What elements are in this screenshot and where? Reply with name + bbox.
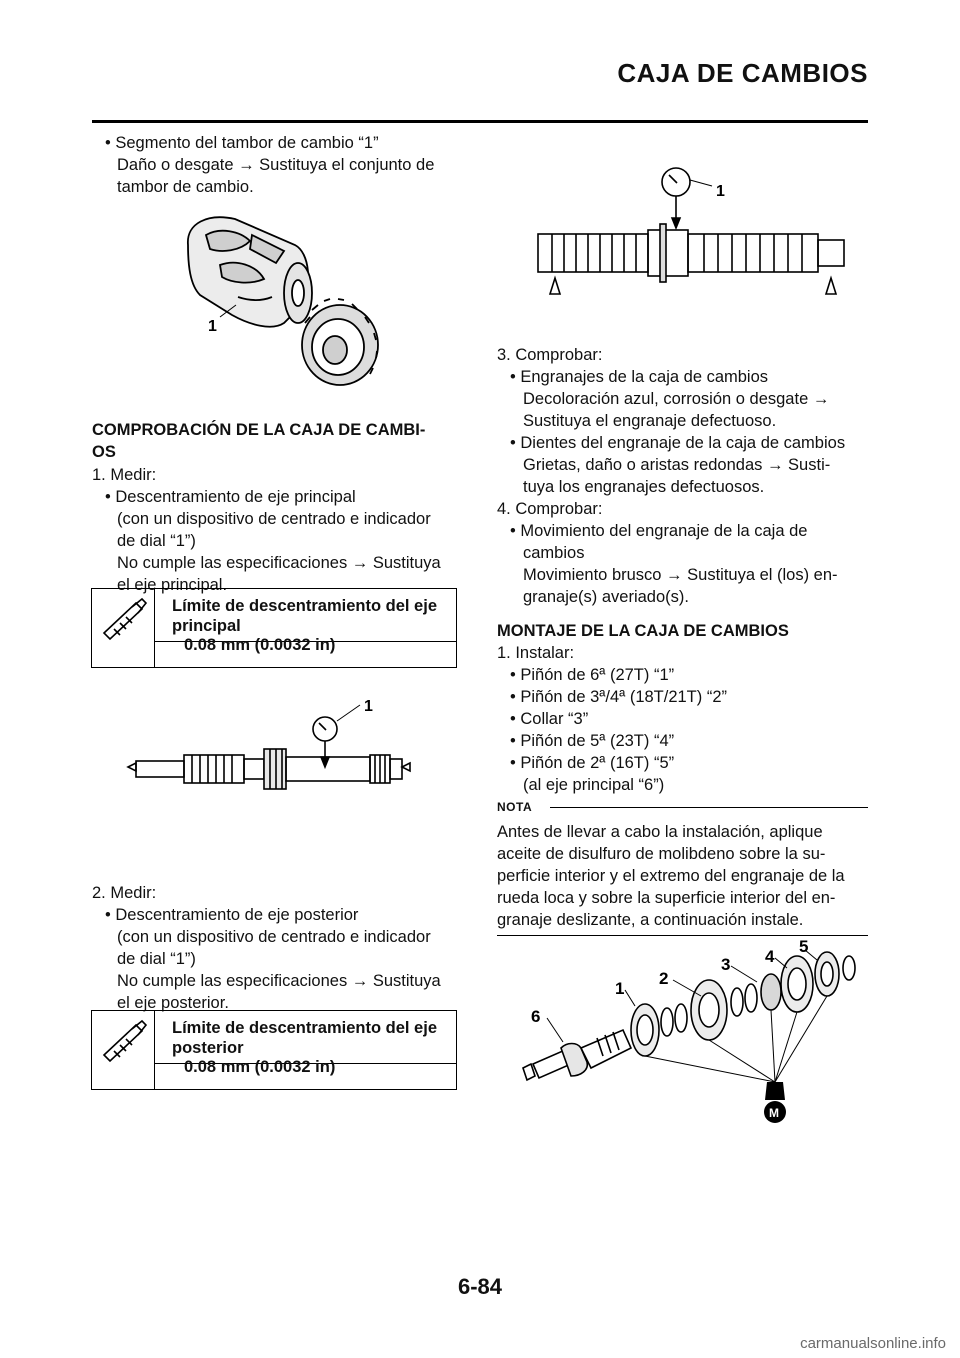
install-item: • Piñón de 2ª (16T) “5” <box>510 754 675 772</box>
step-3-bullet-2: • Dientes del engranaje de la caja de ca… <box>510 434 846 452</box>
spec-value: 0.08 mm (0.0032 in) <box>184 636 336 654</box>
page-title: CAJA DE CAMBIOS <box>617 58 868 88</box>
assembly-callout-5: 5 <box>799 937 808 956</box>
step-1-text: de dial “1”) <box>117 532 196 550</box>
spec-value: 0.08 mm (0.0032 in) <box>184 1058 336 1076</box>
install-item: • Piñón de 6ª (27T) “1” <box>510 666 675 684</box>
step-2-text: (con un dispositivo de centrado e indica… <box>117 928 431 946</box>
step-4-bullet: • Movimiento del engranaje de la caja de <box>510 522 808 540</box>
step-4-text: Movimiento brusco → Sustituya el (los) e… <box>523 566 838 584</box>
main-shaft-callout: 1 <box>364 698 373 715</box>
nota-text: Antes de llevar a cabo la instalación, a… <box>497 823 823 841</box>
section-title-check-cont: OS <box>92 443 116 461</box>
assembly-callout-2: 2 <box>659 969 668 988</box>
step-4-label: 4. Comprobar: <box>497 500 603 518</box>
step-3-text: Sustituya el engranaje defectuoso. <box>523 412 777 430</box>
section-title-check: COMPROBACIÓN DE LA CAJA DE CAMBI- <box>92 421 426 439</box>
step-3-text: Grietas, daño o aristas redondas → Susti… <box>523 456 831 474</box>
shift-drum-text-2: tambor de cambio. <box>117 178 254 196</box>
assembly-callout-4: 4 <box>765 947 775 966</box>
shift-drum-figure: 1 <box>187 216 379 386</box>
caliper-icon <box>92 589 155 667</box>
install-tail: (al eje principal “6”) <box>523 776 665 794</box>
step-1-text: No cumple las especificaciones → Sustitu… <box>117 554 441 572</box>
step-1-bullet: • Descentramiento de eje principal <box>105 488 356 506</box>
nota-label: NOTA <box>497 800 533 814</box>
spec-label: Límite de descentramiento del eje <box>172 1019 437 1037</box>
install-item: • Collar “3” <box>510 710 589 728</box>
assembly-callout-3: 3 <box>721 955 730 974</box>
section-title-assembly: MONTAJE DE LA CAJA DE CAMBIOS <box>497 622 789 640</box>
moly-oil-mark: M <box>769 1106 779 1120</box>
nota-text: perficie interior y el extremo del engra… <box>497 867 845 885</box>
step-1-text: (con un dispositivo de centrado e indica… <box>117 510 431 528</box>
step-3-text: Decoloración azul, corrosión o desgate → <box>523 390 830 408</box>
step-2-bullet: • Descentramiento de eje posterior <box>105 906 359 924</box>
shift-drum-callout: 1 <box>208 318 217 335</box>
drive-axle-runout-figure: 1 <box>537 167 845 295</box>
step-3-label: 3. Comprobar: <box>497 346 603 364</box>
step-2-text: el eje posterior. <box>117 994 229 1012</box>
spec-label-cont: posterior <box>172 1038 244 1057</box>
shift-drum-bullet: • Segmento del tambor de cambio “1” <box>105 134 379 152</box>
assembly-callout-6: 6 <box>531 1007 540 1026</box>
spec-label: Límite de descentramiento del eje <box>172 597 437 615</box>
gear-assembly-figure: M 6 1 2 3 4 5 <box>522 937 856 1123</box>
main-shaft-runout-figure: 1 <box>126 698 411 790</box>
assembly-callout-1: 1 <box>615 979 624 998</box>
spec-label-cont: principal <box>172 616 241 635</box>
nota-text: aceite de disulfuro de molibdeno sobre l… <box>497 845 826 863</box>
header-rule <box>92 120 868 123</box>
shift-drum-text: Daño o desgate → Sustituya el conjunto d… <box>117 156 435 174</box>
install-item: • Piñón de 5ª (23T) “4” <box>510 732 675 750</box>
caliper-icon <box>92 1011 155 1089</box>
install-item: • Piñón de 3ª/4ª (18T/21T) “2” <box>510 688 728 706</box>
spec-box-main-shaft: Límite de descentramiento del eje princi… <box>91 588 457 668</box>
nota-rule-bottom <box>497 935 868 936</box>
step-1-label: 1. Medir: <box>92 466 157 484</box>
nota-text: granaje deslizante, a continuación insta… <box>497 911 804 929</box>
step-3-bullet: • Engranajes de la caja de cambios <box>510 368 769 386</box>
step-2-text: de dial “1”) <box>117 950 196 968</box>
step-4-text: cambios <box>523 544 585 562</box>
step-1-text: el eje principal. <box>117 576 228 594</box>
watermark: carmanualsonline.info <box>800 1335 946 1352</box>
step-4-text: granaje(s) averiado(s). <box>523 588 689 606</box>
install-label: 1. Instalar: <box>497 644 575 662</box>
page-number: 6-84 <box>457 1274 503 1299</box>
nota-text: rueda loca y sobre la superficie interio… <box>497 889 836 907</box>
step-3-text: tuya los engranajes defectuosos. <box>523 478 765 496</box>
spec-box-drive-axle: Límite de descentramiento del eje poster… <box>91 1010 457 1090</box>
nota-rule-top <box>550 807 868 808</box>
drive-axle-callout: 1 <box>716 183 725 200</box>
step-2-label: 2. Medir: <box>92 884 157 902</box>
step-2-text: No cumple las especificaciones → Sustitu… <box>117 972 441 990</box>
